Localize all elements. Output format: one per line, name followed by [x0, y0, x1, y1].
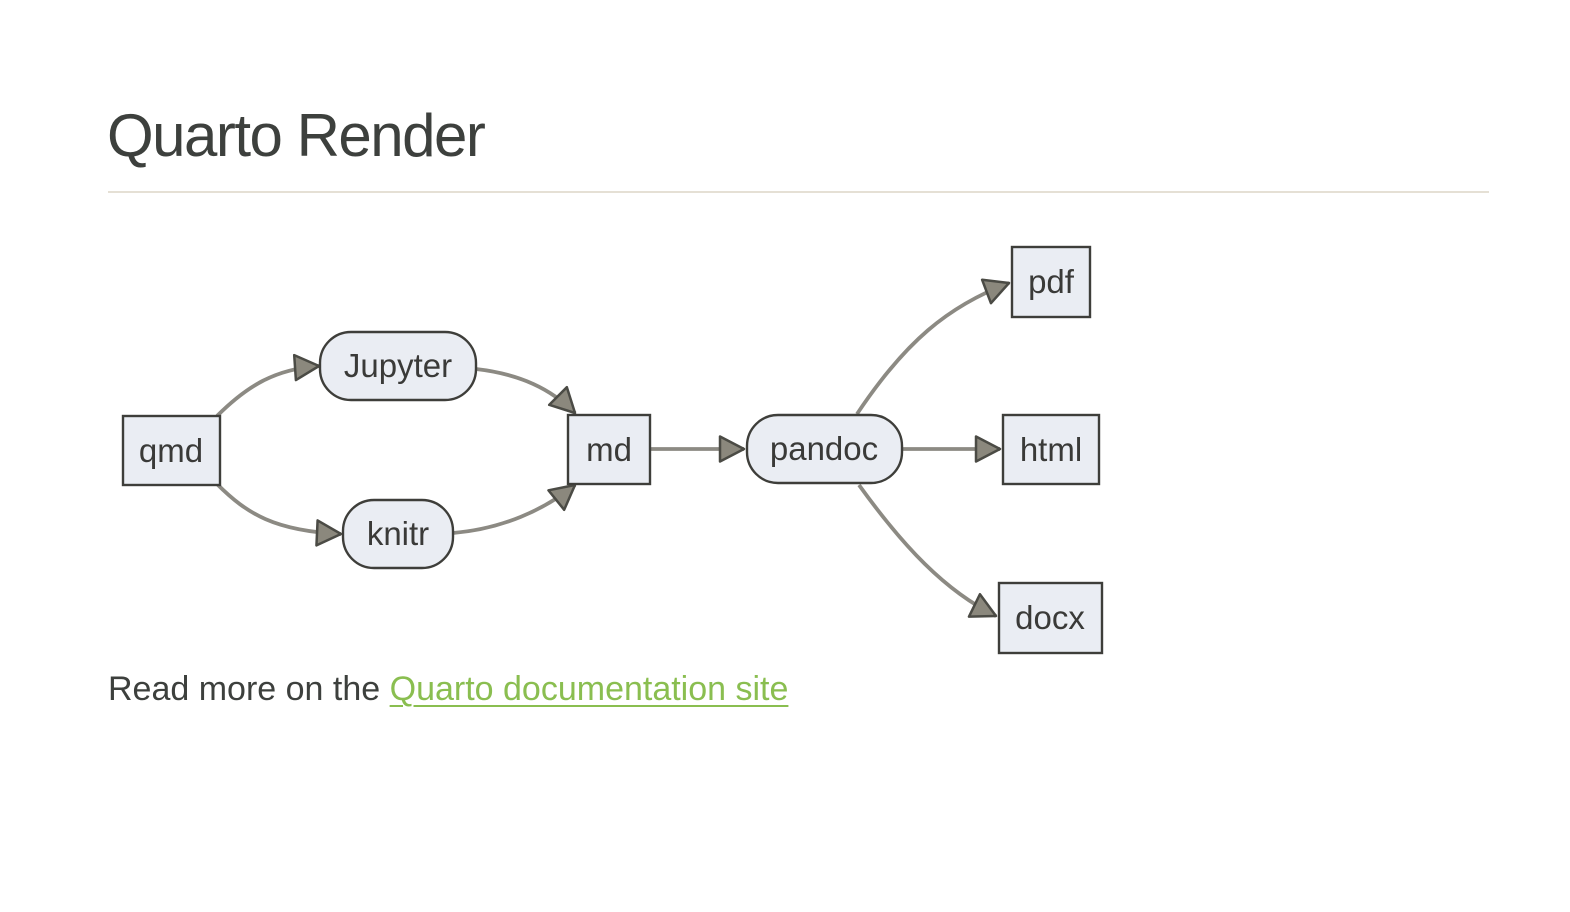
node-pdf: pdf	[1010, 245, 1092, 319]
title-divider	[108, 191, 1489, 193]
node-jupyter: Jupyter	[318, 330, 478, 402]
node-html-label: html	[1020, 431, 1082, 468]
edge-pandoc-to-pdf	[855, 278, 1011, 416]
node-docx-label: docx	[1015, 599, 1085, 636]
node-pandoc: pandoc	[745, 413, 904, 485]
node-qmd-label: qmd	[139, 432, 203, 469]
flowchart-nodes: qmd Jupyter knitr md pandoc pdf html do	[121, 245, 1104, 655]
edge-jupyter-to-md	[475, 367, 577, 415]
node-pdf-label: pdf	[1028, 263, 1075, 300]
read-more-text: Read more on the Quarto documentation si…	[108, 672, 788, 706]
quarto-documentation-link[interactable]: Quarto documentation site	[389, 670, 789, 708]
flowchart-edges	[215, 278, 1011, 618]
node-knitr-label: knitr	[367, 515, 429, 552]
edge-qmd-to-jupyter	[215, 353, 321, 418]
read-more-prefix: Read more on the	[108, 670, 390, 708]
edge-knitr-to-md	[452, 483, 577, 535]
node-pandoc-label: pandoc	[770, 430, 878, 467]
node-html: html	[1001, 413, 1101, 486]
node-qmd: qmd	[121, 414, 222, 487]
node-md-label: md	[586, 431, 632, 468]
node-jupyter-label: Jupyter	[344, 347, 452, 384]
page-title: Quarto Render	[107, 102, 486, 169]
edge-qmd-to-knitr	[215, 482, 343, 547]
node-docx: docx	[997, 581, 1104, 655]
node-md: md	[566, 413, 652, 486]
node-knitr: knitr	[341, 498, 455, 570]
edge-pandoc-to-docx	[857, 483, 998, 618]
